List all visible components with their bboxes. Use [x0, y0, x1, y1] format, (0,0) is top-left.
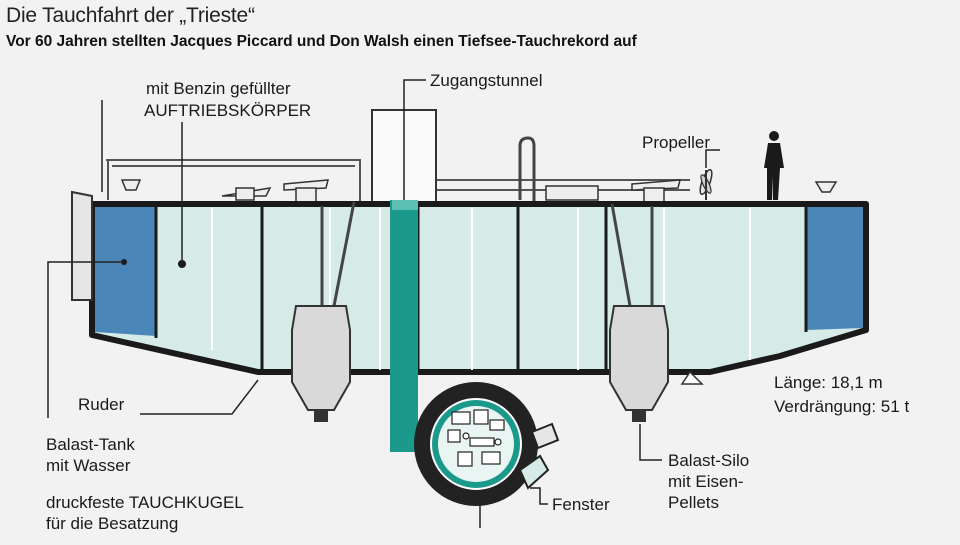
human-scale-figure	[764, 131, 784, 200]
keel-marker	[680, 370, 704, 385]
observation-window	[518, 454, 550, 490]
label-rudder: Ruder	[78, 395, 125, 414]
label-sphere: druckfeste TAUCHKUGEL für die Besatzung	[46, 492, 244, 534]
ballast-silo-right	[609, 203, 669, 422]
label-silo: Balast-Silo mit Eisen- Pellets	[668, 450, 749, 513]
snorkel-pipe	[518, 136, 536, 204]
ballast-tank-right	[806, 207, 863, 330]
pressure-sphere	[414, 382, 560, 506]
label-propeller: Propeller	[642, 133, 711, 152]
label-tunnel: Zugangstunnel	[430, 71, 543, 90]
label-float: mit Benzin gefüllter	[146, 78, 291, 99]
label-sphere-line1: druckfeste TAUCHKUGEL	[46, 493, 244, 512]
hull-float	[89, 201, 869, 375]
label-ballast-tank-line1: Balast-Tank	[46, 435, 135, 454]
label-silo-line2: mit Eisen-	[668, 472, 744, 491]
label-float-line2: AUFTRIEBSKÖRPER	[144, 101, 312, 120]
label-ballast-tank-line2: mit Wasser	[46, 456, 131, 475]
propeller	[699, 168, 713, 200]
page-subtitle: Vor 60 Jahren stellten Jacques Piccard u…	[6, 33, 637, 50]
label-silo-line3: Pellets	[668, 493, 720, 512]
label-displacement: Verdrängung: 51 t	[774, 397, 910, 416]
label-float-caps: AUFTRIEBSKÖRPER	[144, 100, 311, 121]
label-float-line1: mit Benzin gefüllter	[146, 79, 291, 98]
label-window: Fenster	[552, 495, 610, 514]
label-silo-line1: Balast-Silo	[668, 451, 750, 470]
ballast-tank-left	[95, 207, 156, 336]
label-length: Länge: 18,1 m	[774, 373, 883, 392]
float-body	[89, 201, 869, 375]
bulkheads	[154, 205, 808, 372]
label-ballast-tank: Balast-Tank mit Wasser	[46, 434, 135, 476]
ballast-silo-left	[291, 201, 356, 422]
leader-lines	[47, 79, 720, 528]
rudder	[71, 190, 93, 301]
deck-fittings	[120, 179, 838, 203]
page-title: Die Tauchfahrt der „Trieste“	[6, 4, 255, 27]
label-sphere-line2: für die Besatzung	[46, 514, 179, 533]
